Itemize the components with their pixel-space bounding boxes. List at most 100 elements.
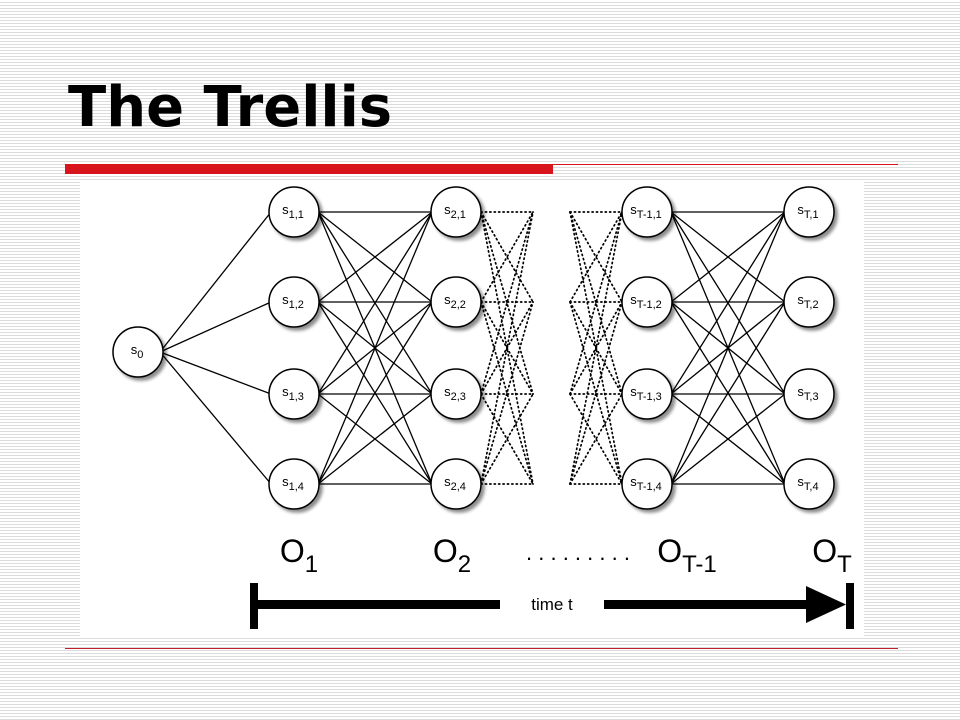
time-axis-arrowhead	[806, 586, 846, 623]
dotted-edge-in-r3-r1	[569, 211, 623, 395]
state-label: sT,3	[797, 384, 818, 403]
state-node-c1-r1: s1,1	[268, 186, 320, 238]
state-node-c4-r4: sT,4	[783, 458, 835, 510]
observation-ellipsis: . . . . . . . . .	[526, 540, 630, 565]
dotted-edge-out-r4-r2	[480, 301, 534, 485]
state-circle	[783, 276, 835, 328]
state-node-c4-r2: sT,2	[783, 276, 835, 328]
state-circle	[268, 186, 320, 238]
edge-c1r4-c2r2	[317, 301, 433, 485]
state-node-c4-r3: sT,3	[783, 368, 835, 420]
footer-rule	[65, 648, 898, 649]
observation-labels: O1 O2 OT-1 OT . . . . . . . . .	[280, 533, 852, 578]
state-node-c3-r4: sT-1,4	[621, 458, 673, 510]
slide-title: The Trellis	[68, 75, 393, 140]
state-node-c3-r2: sT-1,2	[621, 276, 673, 328]
state-circle	[621, 186, 673, 238]
state-label: s1,2	[282, 292, 304, 311]
time-axis: time t	[250, 583, 854, 629]
edge-c1r3-c2r1	[317, 211, 433, 395]
dotted-edge-in-r2-r1	[569, 211, 623, 303]
state-label: sT,1	[797, 202, 818, 221]
edge-c3r4-c4r2	[670, 301, 786, 485]
state-label: s2,3	[444, 384, 466, 403]
dotted-edge-out-r4-r1	[480, 211, 534, 485]
edge-c3r4-c4r1	[670, 211, 786, 485]
state-label: sT,4	[797, 474, 818, 493]
state-node-c2-r3: s2,3	[430, 368, 482, 420]
time-axis-left-segment	[254, 600, 500, 609]
title-underline-accent	[65, 164, 553, 174]
dotted-edge-in-r1-r4	[569, 211, 623, 485]
observation-label-2: O2	[433, 533, 471, 578]
state-node-c1-r4: s1,4	[268, 458, 320, 510]
dotted-edge-out-r1-r3	[480, 211, 534, 395]
state-node-c2-r1: s2,1	[430, 186, 482, 238]
dotted-edge-out-r3-r2	[480, 301, 534, 395]
dotted-edge-out-r4-r3	[480, 393, 534, 485]
state-node-c1-r3: s1,3	[268, 368, 320, 420]
start-state-node: s0	[112, 326, 164, 378]
state-label: sT,2	[797, 292, 818, 311]
state-circle	[783, 368, 835, 420]
state-circle	[268, 276, 320, 328]
state-node-c2-r4: s2,4	[430, 458, 482, 510]
state-circle	[783, 458, 835, 510]
edge-c3r2-c4r1	[670, 211, 786, 303]
dotted-edge-in-r4-r1	[569, 211, 623, 485]
title-underline-thin	[553, 164, 898, 165]
trellis-figure: s0 s1,1 s1,2 s1,3 s1,4 s2,1 s2,2 s2,3 s2,4 sT-1,1…	[80, 182, 864, 636]
edge-c1r2-c2r1	[317, 211, 433, 303]
state-circle	[268, 368, 320, 420]
state-circle	[783, 186, 835, 238]
time-axis-right-segment	[604, 600, 810, 609]
start-edge-1	[159, 211, 272, 353]
state-circle	[268, 458, 320, 510]
state-label: s1,1	[282, 202, 304, 221]
dotted-edge-out-r2-r4	[480, 301, 534, 485]
time-axis-end-bar	[846, 583, 854, 629]
state-circle	[621, 276, 673, 328]
state-label: s2,2	[444, 292, 466, 311]
state-label: s1,3	[282, 384, 304, 403]
state-circle	[430, 458, 482, 510]
state-node-c4-r1: sT,1	[783, 186, 835, 238]
state-label: s2,4	[444, 474, 466, 493]
dotted-edge-in-r4-r3	[569, 393, 623, 485]
state-circle	[430, 368, 482, 420]
state-circle	[430, 186, 482, 238]
time-axis-label: time t	[531, 595, 573, 614]
start-edge-3	[159, 351, 272, 395]
state-label: sT-1,1	[630, 202, 662, 221]
state-circle	[621, 458, 673, 510]
observation-label-1: O1	[280, 533, 318, 578]
edge-c3r4-c4r3	[670, 393, 786, 485]
state-node-c3-r3: sT-1,3	[621, 368, 673, 420]
state-node-c1-r2: s1,2	[268, 276, 320, 328]
state-label: s2,1	[444, 202, 466, 221]
dotted-edge-in-r2-r4	[569, 301, 623, 485]
observation-label-3: OT-1	[657, 533, 717, 578]
edge-c3r3-c4r1	[670, 211, 786, 395]
observation-label-4: OT	[812, 533, 852, 578]
state-nodes: s0 s1,1 s1,2 s1,3 s1,4 s2,1 s2,2 s2,3 s2,4 sT-1,1…	[112, 186, 835, 510]
edge-c1r4-c2r1	[317, 211, 433, 485]
state-label: sT-1,3	[630, 384, 662, 403]
dotted-edge-out-r3-r1	[480, 211, 534, 395]
state-label: sT-1,2	[630, 292, 662, 311]
state-node-c2-r2: s2,2	[430, 276, 482, 328]
elided-transition-edges	[480, 211, 623, 485]
edge-c1r4-c2r3	[317, 393, 433, 485]
state-circle	[621, 368, 673, 420]
dotted-edge-in-r3-r2	[569, 301, 623, 395]
state-label: s0	[131, 342, 144, 361]
trellis-diagram: s0 s1,1 s1,2 s1,3 s1,4 s2,1 s2,2 s2,3 s2,4 sT-1,1…	[112, 186, 854, 629]
dotted-edge-in-r4-r2	[569, 301, 623, 485]
state-node-c3-r1: sT-1,1	[621, 186, 673, 238]
dotted-edge-in-r1-r3	[569, 211, 623, 395]
state-label: s1,4	[282, 474, 304, 493]
transition-edges	[159, 211, 786, 485]
state-circle	[430, 276, 482, 328]
dotted-edge-out-r2-r1	[480, 211, 534, 303]
start-edge-4	[159, 351, 272, 485]
